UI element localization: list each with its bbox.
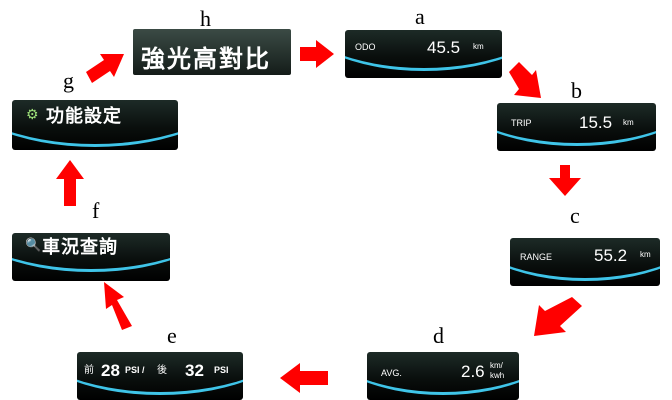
high-contrast-label: 強光高對比 xyxy=(141,46,271,73)
arrow-h-to-a xyxy=(300,40,334,68)
arrow-c-to-d xyxy=(534,297,582,336)
odo-arc xyxy=(345,30,502,71)
range-arc xyxy=(510,238,660,281)
label-g: g xyxy=(63,68,74,93)
label-f: f xyxy=(92,198,100,223)
arrow-d-to-e xyxy=(280,363,328,393)
vehicle-status-screen: 🔍 車況查詢 xyxy=(12,233,170,281)
label-a: a xyxy=(415,4,425,29)
arrow-g-to-h xyxy=(86,54,124,83)
high-contrast-screen: 強光高對比 xyxy=(133,29,291,75)
arrow-f-to-g xyxy=(56,160,84,206)
trip-arc xyxy=(497,103,656,146)
avg-arc xyxy=(367,352,519,395)
tire-pressure-screen: 前 28 PSI / 後 32 PSI xyxy=(77,352,243,400)
settings-arc xyxy=(12,100,178,147)
arrow-a-to-b xyxy=(509,62,541,98)
label-h: h xyxy=(200,6,211,31)
range-screen: RANGE 55.2 km xyxy=(510,238,660,286)
arrow-e-to-f xyxy=(104,282,132,330)
label-e: e xyxy=(167,323,177,348)
avg-screen: AVG. 2.6 km/ kwh xyxy=(367,352,519,400)
odo-screen: ODO 45.5 km xyxy=(345,30,502,78)
settings-screen: ⚙ 功能設定 xyxy=(12,100,178,150)
label-c: c xyxy=(570,203,580,228)
trip-screen: TRIP 15.5 km xyxy=(497,103,656,151)
vehicle-status-arc xyxy=(12,233,170,272)
arrow-b-to-c xyxy=(549,165,581,196)
tire-arc xyxy=(77,352,243,395)
label-d: d xyxy=(433,323,444,348)
label-b: b xyxy=(571,78,582,103)
